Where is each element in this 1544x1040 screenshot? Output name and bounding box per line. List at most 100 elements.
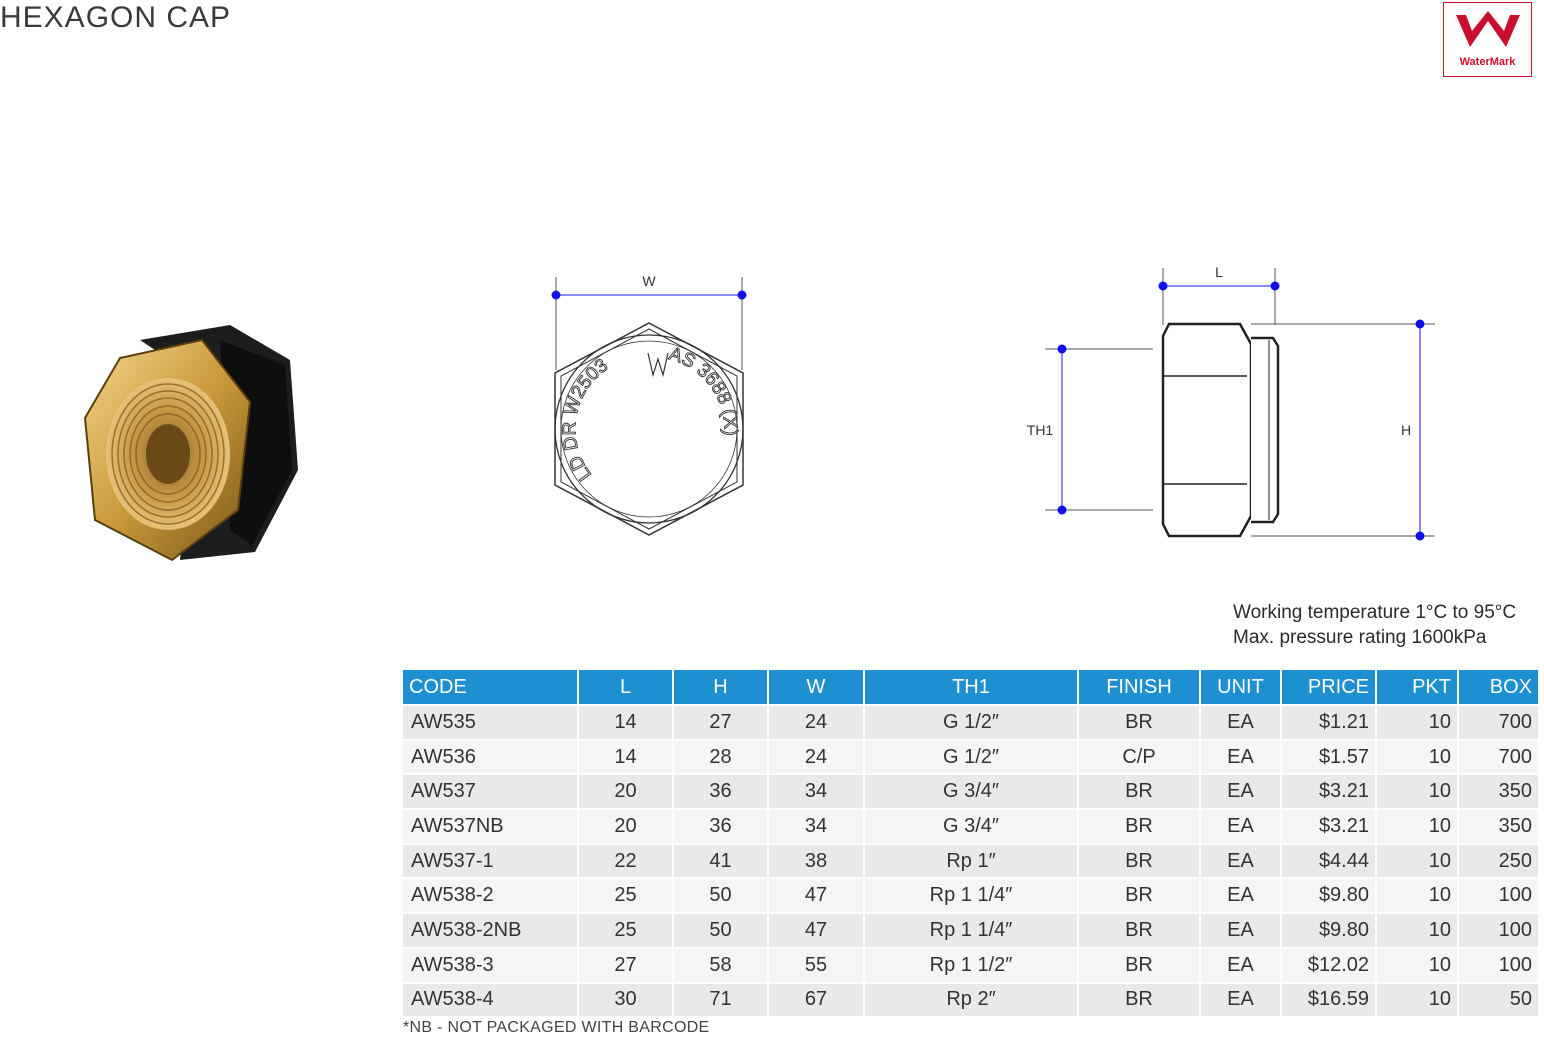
dimension-label-h: H [1401,422,1411,438]
cell-pkt: 10 [1377,808,1459,843]
cell-finish: BR [1079,808,1201,843]
cell-h: 50 [674,877,769,913]
cell-box: 250 [1459,842,1540,878]
cell-code: AW538-2 [403,877,579,913]
table-row: AW538-2NB 25 50 47 Rp 1 1/4″ BR EA $9.80… [403,912,1540,947]
cell-l: 30 [579,981,674,1017]
cell-l: 14 [579,738,674,774]
cell-price: $12.02 [1282,946,1377,982]
cell-th1: G 1/2″ [865,738,1079,774]
table-row: AW537-1 22 41 38 Rp 1″ BR EA $4.44 10 25… [403,842,1540,878]
table-row: AW536 14 28 24 G 1/2″ C/P EA $1.57 10 70… [403,738,1540,774]
cell-pkt: 10 [1377,946,1459,982]
table-header-row: CODE L H W TH1 FINISH UNIT PRICE PKT BOX [403,670,1540,704]
cell-code: AW535 [403,704,579,739]
cell-w: 24 [769,704,865,739]
cell-w: 24 [769,738,865,774]
cell-w: 55 [769,946,865,982]
cell-unit: EA [1201,842,1282,878]
hexagon-cap-photo [83,325,298,562]
cell-code: AW537NB [403,808,579,843]
cell-box: 350 [1459,773,1540,809]
cell-th1: Rp 1 1/2″ [865,946,1079,982]
cell-finish: BR [1079,842,1201,878]
cell-price: $1.57 [1282,738,1377,774]
footnote: *NB - NOT PACKAGED WITH BARCODE [403,1019,710,1036]
cell-price: $16.59 [1282,981,1377,1017]
cell-finish: BR [1079,704,1201,739]
cell-code: AW537-1 [403,842,579,878]
cell-finish: BR [1079,877,1201,913]
cell-l: 20 [579,808,674,843]
col-header-w: W [769,670,865,704]
cell-pkt: 10 [1377,738,1459,774]
table-row: AW538-3 27 58 55 Rp 1 1/2″ BR EA $12.02 … [403,946,1540,982]
cell-h: 36 [674,808,769,843]
cell-h: 28 [674,738,769,774]
watermark-stamp-icon [647,352,669,378]
cell-th1: Rp 2″ [865,981,1079,1017]
cell-box: 100 [1459,946,1540,982]
cell-h: 71 [674,981,769,1017]
watermark-w-icon [1456,11,1520,47]
col-header-finish: FINISH [1079,670,1201,704]
side-view-drawing: L TH1 H [1027,264,1435,541]
cell-code: AW536 [403,738,579,774]
cell-code: AW538-3 [403,946,579,982]
cell-pkt: 10 [1377,912,1459,947]
cell-code: AW538-4 [403,981,579,1017]
cell-price: $3.21 [1282,773,1377,809]
cell-pkt: 10 [1377,877,1459,913]
cell-l: 14 [579,704,674,739]
table-row: AW538-4 30 71 67 Rp 2″ BR EA $16.59 10 5… [403,981,1540,1017]
cell-unit: EA [1201,946,1282,982]
col-header-box: BOX [1459,670,1540,704]
cell-finish: BR [1079,773,1201,809]
cell-unit: EA [1201,773,1282,809]
col-header-l: L [579,670,674,704]
col-header-price: PRICE [1282,670,1377,704]
cell-finish: BR [1079,946,1201,982]
cell-h: 27 [674,704,769,739]
cell-th1: Rp 1″ [865,842,1079,878]
cell-unit: EA [1201,808,1282,843]
cell-box: 350 [1459,808,1540,843]
cell-th1: Rp 1 1/4″ [865,912,1079,947]
cell-w: 34 [769,773,865,809]
cell-w: 34 [769,808,865,843]
specs-block: Working temperature 1°C to 95°C Max. pre… [1233,600,1516,650]
cell-finish: BR [1079,912,1201,947]
cell-th1: Rp 1 1/4″ [865,877,1079,913]
cell-unit: EA [1201,912,1282,947]
cell-w: 67 [769,981,865,1017]
max-pressure: Max. pressure rating 1600kPa [1233,627,1487,648]
page-title: HEXAGON CAP [0,1,232,34]
table-row: AW535 14 27 24 G 1/2″ BR EA $1.21 10 700 [403,704,1540,739]
col-header-h: H [674,670,769,704]
cell-l: 20 [579,773,674,809]
cell-code: AW537 [403,773,579,809]
cell-unit: EA [1201,704,1282,739]
dimension-label-th1: TH1 [1027,422,1054,438]
product-table: CODE L H W TH1 FINISH UNIT PRICE PKT BOX… [403,670,1540,1017]
cell-box: 700 [1459,704,1540,739]
cell-h: 50 [674,912,769,947]
cell-box: 100 [1459,877,1540,913]
watermark-logo: WaterMark [1443,2,1532,77]
cell-pkt: 10 [1377,981,1459,1017]
cell-unit: EA [1201,981,1282,1017]
working-temperature: Working temperature 1°C to 95°C [1233,602,1517,623]
cell-h: 41 [674,842,769,878]
cell-pkt: 10 [1377,704,1459,739]
cell-price: $9.80 [1282,912,1377,947]
cell-pkt: 10 [1377,773,1459,809]
col-header-code: CODE [403,670,579,704]
dimension-label-l: L [1215,264,1223,280]
cell-code: AW538-2NB [403,912,579,947]
cell-price: $4.44 [1282,842,1377,878]
cell-unit: EA [1201,877,1282,913]
cell-w: 47 [769,877,865,913]
cell-box: 700 [1459,738,1540,774]
cell-th1: G 3/4″ [865,773,1079,809]
cell-box: 100 [1459,912,1540,947]
